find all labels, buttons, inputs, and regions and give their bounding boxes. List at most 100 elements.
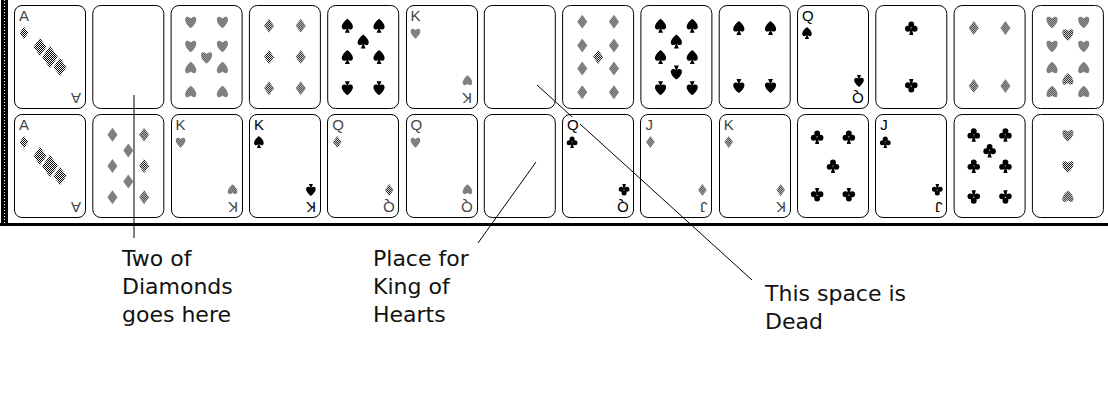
suit-pip <box>228 184 238 194</box>
card-outline <box>641 6 712 109</box>
suit-pip <box>176 138 186 148</box>
leader-line <box>478 162 536 243</box>
card-index: J <box>879 117 889 132</box>
suit-pip <box>217 62 228 73</box>
card-outline <box>171 6 242 109</box>
card-outline <box>1032 6 1103 109</box>
suit-pip <box>802 27 812 39</box>
card-outline <box>1032 115 1103 218</box>
card-outline <box>484 115 555 218</box>
suit-pip <box>123 143 133 157</box>
card-index: K <box>305 200 317 215</box>
suit-pip <box>687 19 698 33</box>
suit-pip <box>655 81 666 95</box>
playing-card: AA <box>14 114 86 218</box>
suit-pip <box>577 15 587 29</box>
card-index: K <box>175 117 187 132</box>
suit-pip <box>827 160 840 173</box>
suit-pip <box>185 17 196 28</box>
card-outline <box>406 6 477 109</box>
suit-pip <box>358 34 369 48</box>
card-index: Q <box>616 200 630 215</box>
suit-pip <box>567 136 578 148</box>
playing-card: QQ <box>562 114 634 218</box>
suit-pip <box>905 21 918 34</box>
suit-pip <box>765 21 776 35</box>
suit-pip <box>333 136 342 148</box>
suit-pip <box>765 79 776 93</box>
suit-pip <box>733 79 744 93</box>
suit-pip <box>1000 79 1010 93</box>
playing-card: JJ <box>640 114 712 218</box>
card-outline <box>563 115 634 218</box>
suit-pip <box>107 190 117 204</box>
card-outline <box>249 6 320 109</box>
suit-pip <box>373 19 384 33</box>
card-index: K <box>775 200 787 215</box>
suit-pip <box>880 136 891 148</box>
card-index: A <box>18 117 30 132</box>
suit-pip <box>655 19 666 33</box>
suit-pip <box>20 27 29 39</box>
suit-pip <box>577 61 587 75</box>
suit-pip <box>264 19 274 33</box>
suit-pip <box>577 85 587 99</box>
card-index: Q <box>801 8 815 23</box>
card-outline <box>798 115 869 218</box>
playing-card: KK <box>406 5 478 109</box>
card-outline <box>328 115 399 218</box>
card-index: K <box>461 91 473 106</box>
suit-pip <box>54 58 67 76</box>
playing-card: KK <box>249 114 321 218</box>
card-outline <box>15 115 86 218</box>
card-index: K <box>410 8 422 23</box>
suit-pip <box>107 128 117 142</box>
annotation-note: This space is Dead <box>765 280 940 336</box>
card-index: Q <box>382 200 396 215</box>
leader-line <box>134 95 135 238</box>
playing-card: JJ <box>875 114 947 218</box>
suit-pip <box>1062 161 1073 172</box>
card-index: K <box>227 200 239 215</box>
card-outline <box>93 115 164 218</box>
suit-pip <box>296 19 306 33</box>
suit-pip <box>217 41 228 52</box>
suit-pip <box>373 81 384 95</box>
suit-pip <box>139 190 149 204</box>
card-outline <box>563 6 634 109</box>
suit-pip <box>609 61 619 75</box>
card-outline <box>876 115 947 218</box>
suit-pip <box>463 75 473 85</box>
suit-pip <box>1078 17 1089 28</box>
playing-card: QQ <box>406 114 478 218</box>
card-index: J <box>934 200 944 215</box>
suit-pip <box>609 15 619 29</box>
suit-pip <box>463 184 473 194</box>
suit-pip <box>296 81 306 95</box>
suit-pip <box>811 188 824 201</box>
suit-pip <box>983 144 996 157</box>
suit-pip <box>34 147 47 165</box>
table-edge <box>1 0 8 226</box>
suit-pip <box>34 38 47 56</box>
card-outline <box>484 6 555 109</box>
card-index: Q <box>331 117 345 132</box>
card-index: A <box>70 91 82 106</box>
suit-pip <box>264 50 274 64</box>
suit-pip <box>593 50 603 64</box>
card-outline <box>641 115 712 218</box>
suit-pip <box>217 17 228 28</box>
suit-pip <box>342 50 353 64</box>
suit-pip <box>811 130 824 143</box>
card-index: J <box>644 117 654 132</box>
playing-card: QQ <box>797 5 869 109</box>
suit-pip <box>724 136 733 148</box>
suit-pip <box>646 136 655 148</box>
card-index: Q <box>460 200 474 215</box>
suit-pip <box>671 34 682 48</box>
suit-pip <box>342 81 353 95</box>
suit-pip <box>411 29 421 39</box>
suit-pip <box>139 128 149 142</box>
suit-pip <box>1078 41 1089 52</box>
